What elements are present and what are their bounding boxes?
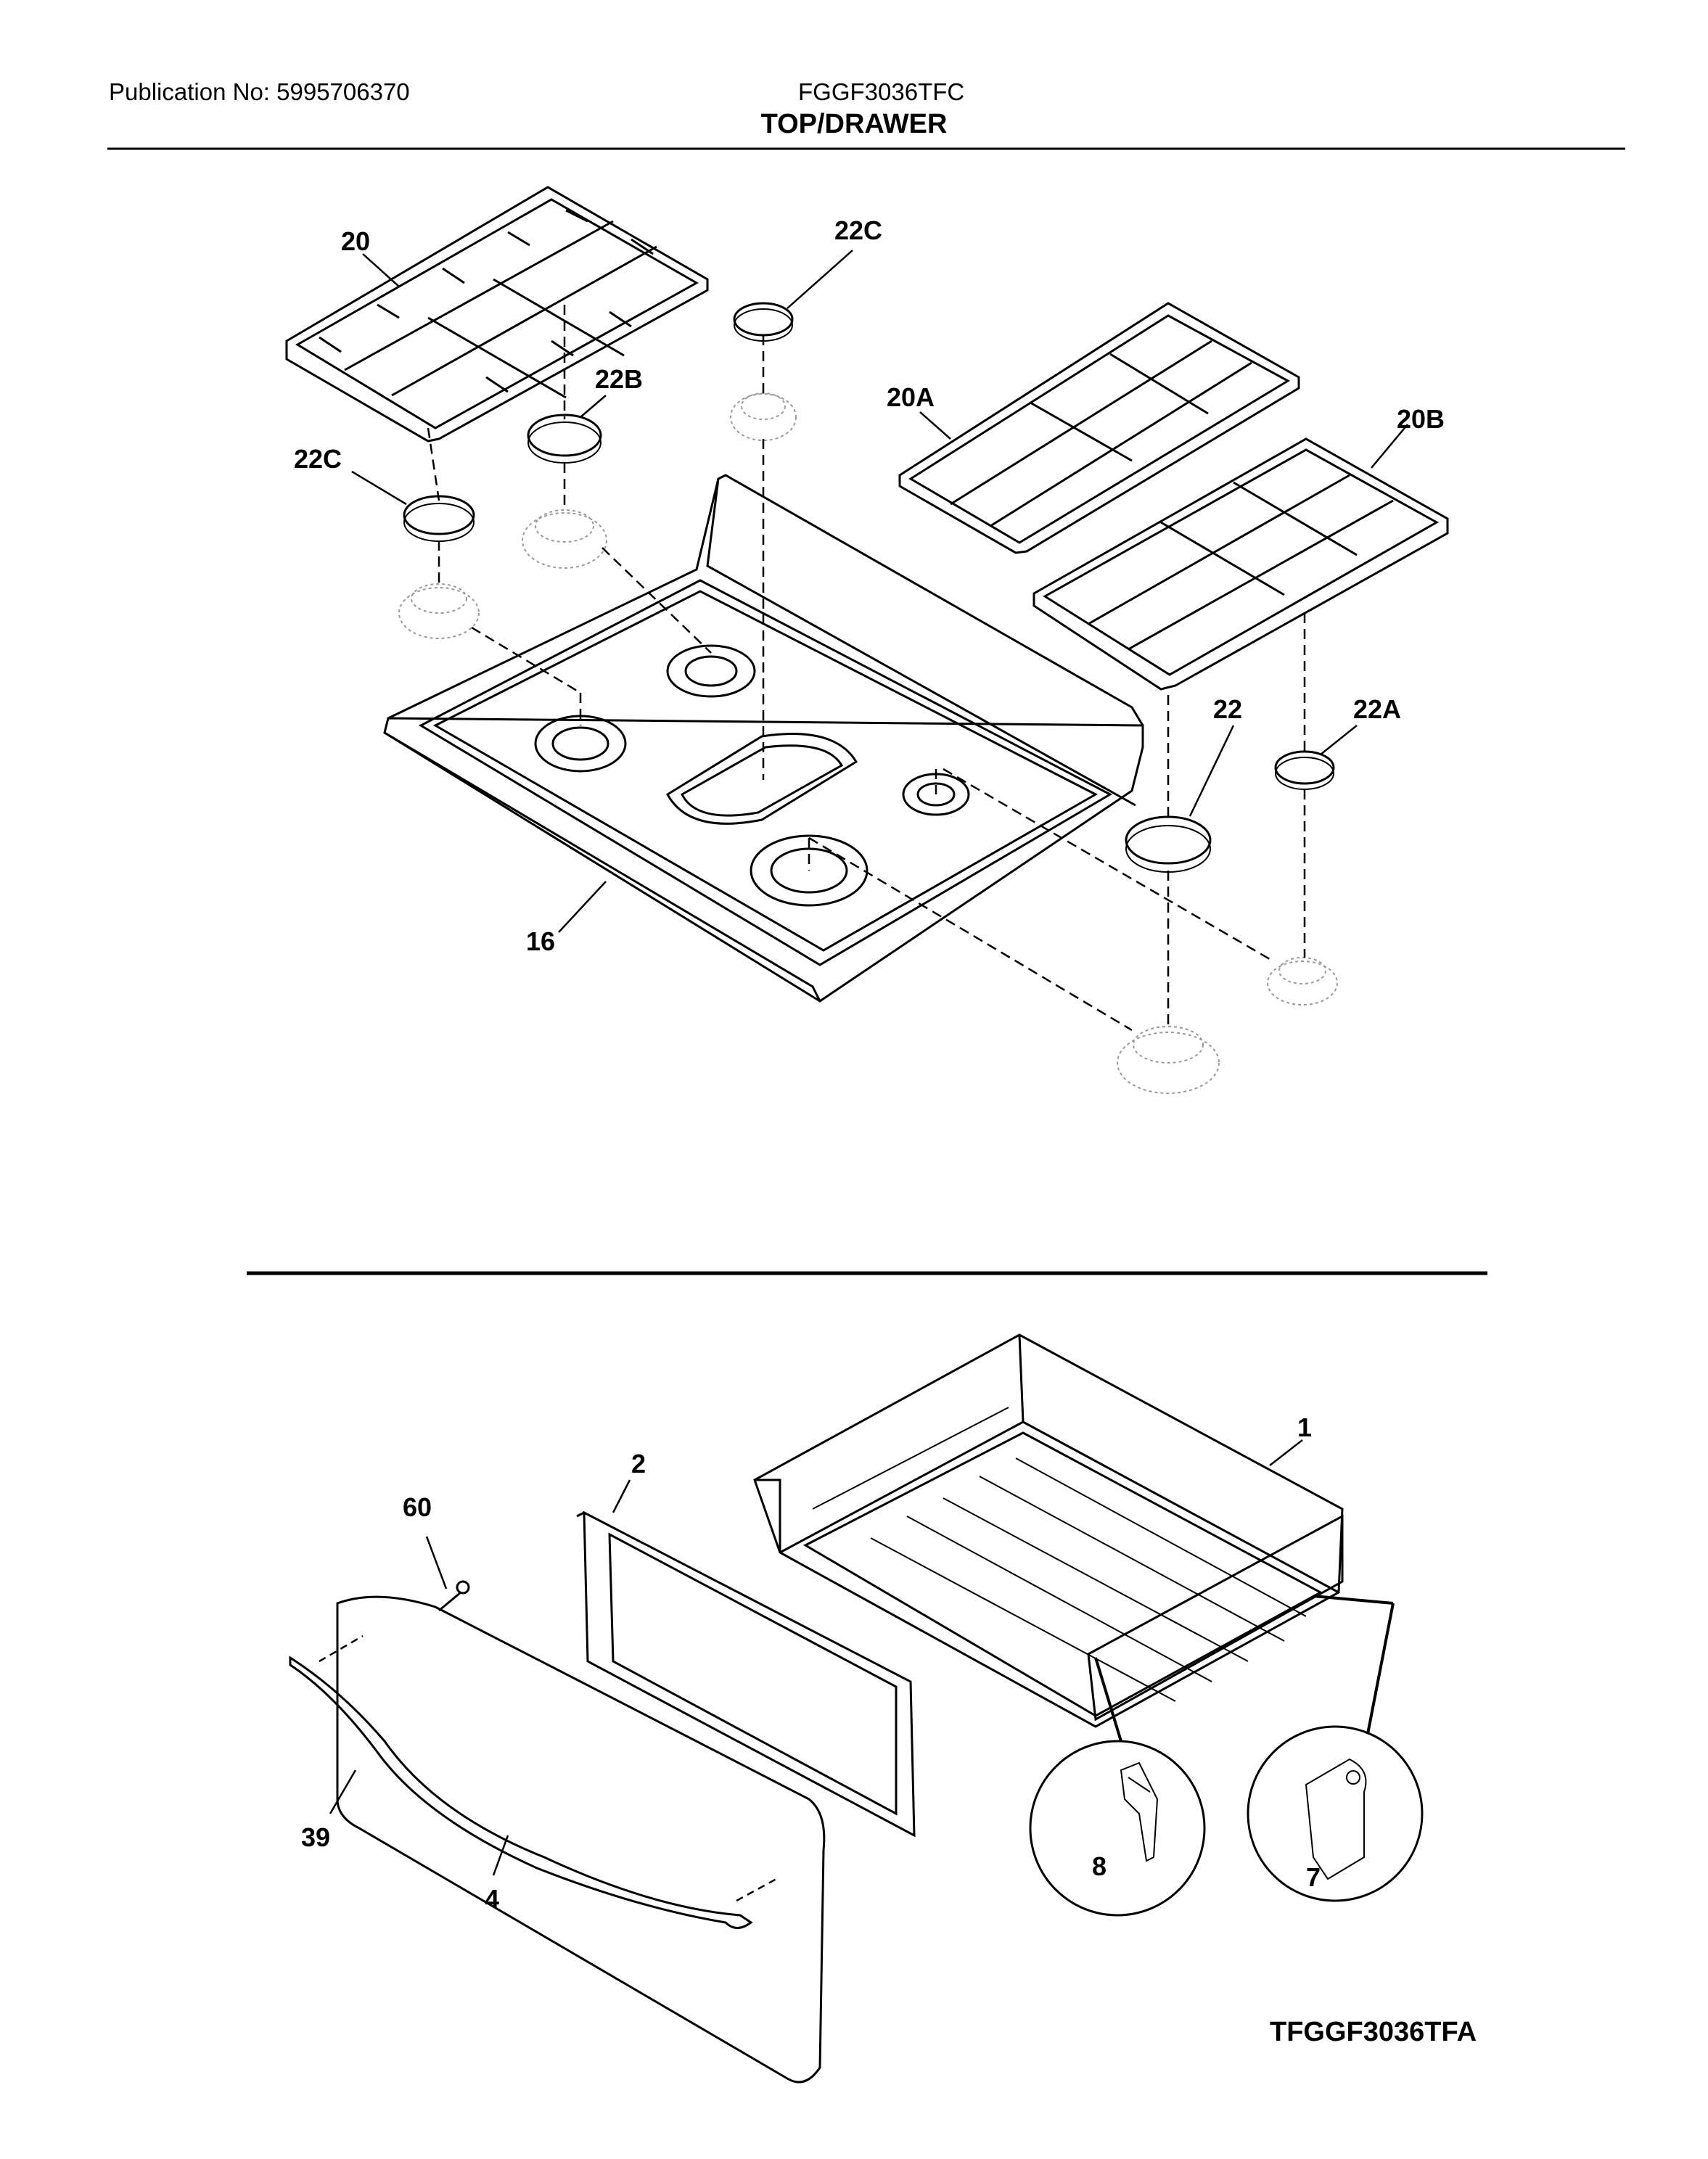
grate-mid: [898, 302, 1300, 554]
leader-lines-top: [351, 250, 1408, 933]
callout-7: 7: [1306, 1862, 1321, 1892]
section-title: TOP/DRAWER: [760, 109, 948, 139]
burner-heads: [398, 392, 1338, 1094]
burner-cap-22c-left-edge: [403, 503, 475, 542]
leader-60: [425, 1536, 448, 1590]
leader-lines-drawer: [329, 1439, 1303, 1876]
exploded-view-lines: [427, 305, 1306, 1032]
burner-cap-22b-edge: [527, 421, 602, 464]
slide-clip-part: [1120, 1761, 1159, 1862]
bracket-detail: [1247, 1725, 1424, 1902]
callout-8: 8: [1092, 1851, 1106, 1881]
drawer-handle: [289, 1656, 753, 1929]
grate-left: [285, 186, 709, 443]
slide-clip-detail: [1029, 1740, 1206, 1917]
callout-22a: 22A: [1353, 694, 1401, 724]
publication-number: Publication No: 5995706370: [109, 78, 410, 105]
detail-leaders: [1094, 1595, 1395, 1742]
burner-cap-22a: [1274, 750, 1335, 785]
callout-16: 16: [526, 926, 555, 956]
callout-22b: 22B: [595, 364, 643, 394]
callout-22: 22: [1213, 694, 1242, 724]
burner-cap-22-edge: [1125, 825, 1211, 873]
handle-mount-lines: [319, 1634, 777, 1902]
callout-39: 39: [301, 1822, 330, 1852]
drawer-front: [336, 1595, 826, 2084]
drawer-body: [753, 1333, 1344, 1728]
callout-20b: 20B: [1397, 404, 1445, 434]
callout-20a: 20A: [887, 382, 935, 412]
grate-right: [1032, 437, 1449, 691]
diagram-code: TFGGF3036TFA: [1270, 2017, 1477, 2047]
screw: [438, 1580, 470, 1612]
callout-22c-left: 22C: [294, 444, 342, 474]
burner-cap-22c-left: [403, 495, 475, 535]
drawer-liner-panel: [576, 1510, 916, 1838]
callout-20: 20: [341, 226, 370, 256]
bracket-part: [1305, 1758, 1367, 1880]
burner-cap-22c-top: [733, 302, 794, 337]
cooktop: [383, 474, 1144, 1003]
callout-4: 4: [485, 1884, 499, 1914]
callout-2: 2: [631, 1449, 646, 1479]
callout-1: 1: [1297, 1412, 1312, 1442]
burner-cap-22b: [527, 414, 602, 457]
burner-cap-22: [1125, 815, 1212, 865]
callout-22c-top: 22C: [834, 215, 882, 245]
model-number: FGGF3036TFC: [798, 78, 965, 105]
callout-60: 60: [403, 1492, 432, 1522]
